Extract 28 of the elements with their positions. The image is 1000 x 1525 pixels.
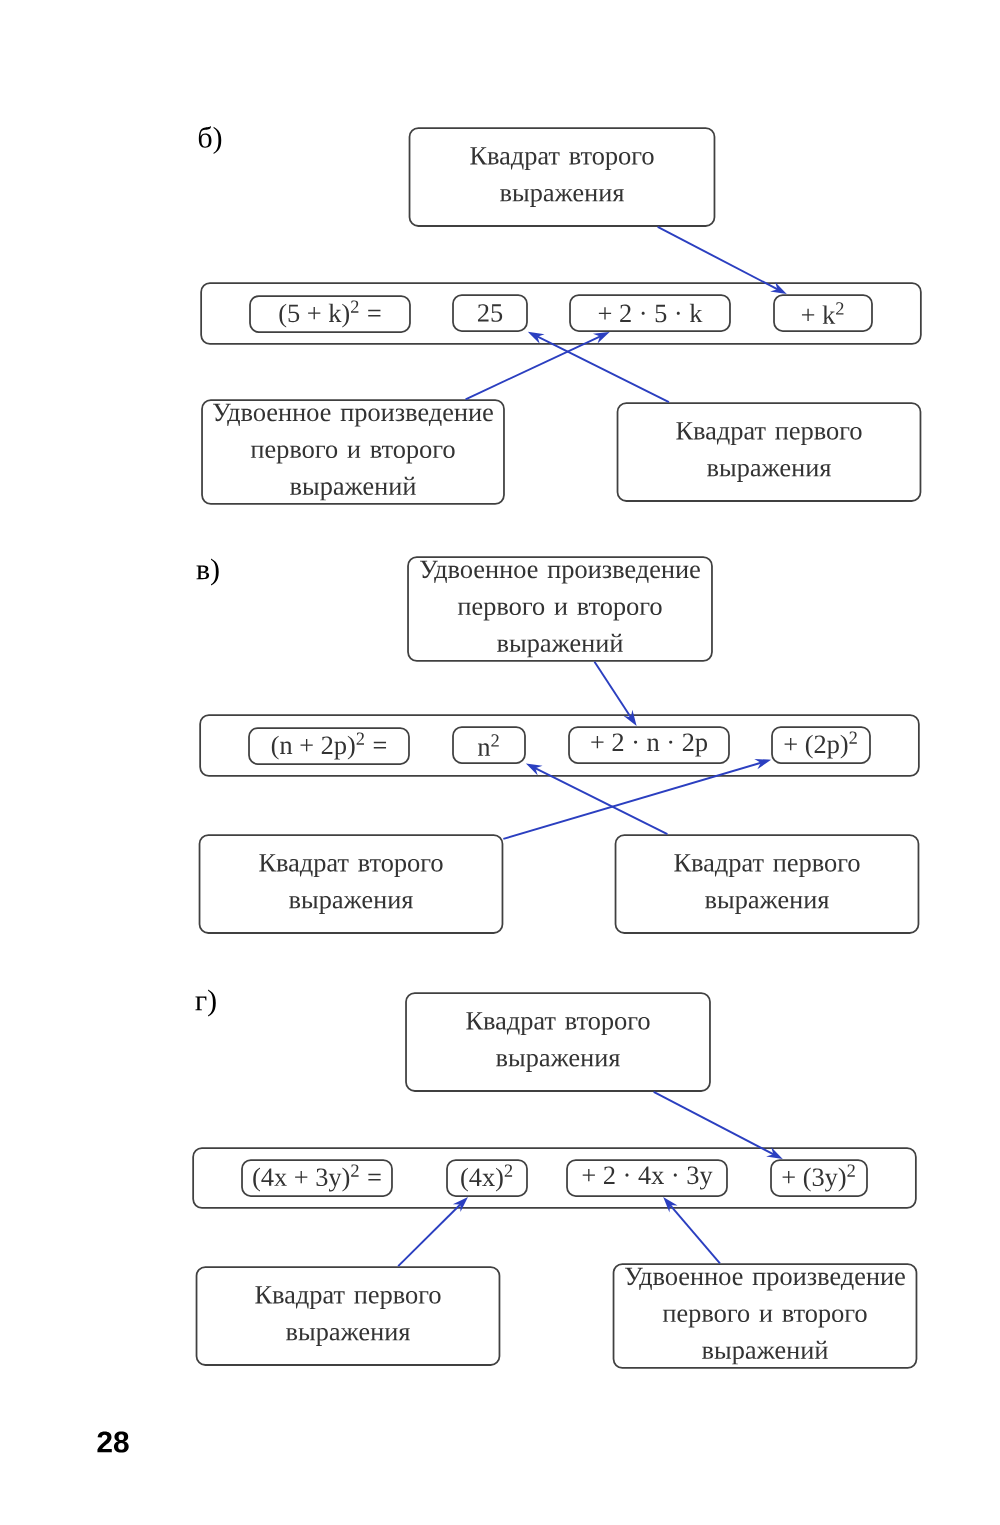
page-number: 28 (97, 1431, 129, 1453)
text-box: Квадрат первого выражения (614, 834, 920, 934)
text-box: Удвоенное произведение первого и второго выражений (612, 1263, 918, 1369)
expression-box: 25 (452, 294, 528, 332)
expression-box: + (2p)$^{2}$ (771, 726, 871, 764)
expression-box: (4x + 3y)$^{2}$ = (241, 1159, 393, 1197)
band-box (199, 714, 920, 777)
text-box: Удвоенное произведение первого и второго выражений (201, 399, 505, 505)
text-box: Квадрат второго выражения (408, 127, 716, 227)
expression-box: + (3y)$^{2}$ (770, 1159, 868, 1197)
text-box: Квадрат второго выражения (405, 992, 711, 1092)
expression-box: (5 + k)$^{2}$ = (249, 295, 411, 333)
expression-box: + k$^{2}$ (773, 294, 873, 332)
expression-box: n$^{2}$ (452, 726, 526, 764)
text-box: Квадрат первого выражения (616, 402, 922, 502)
text-box: Квадрат первого выражения (195, 1266, 501, 1366)
expression-box: + 2 · 5 · k (569, 294, 731, 332)
expression-box: (n + 2p)$^{2}$ = (248, 727, 410, 765)
text-box: Удвоенное произведение первого и второго выражений (407, 556, 713, 662)
item-letter: б) (198, 126, 222, 154)
item-letter: в) (196, 558, 219, 586)
expression-box: (4x)$^{2}$ (446, 1159, 528, 1197)
item-letter: г) (195, 989, 216, 1017)
band-box (200, 282, 922, 345)
expression-box: + 2 · 4x · 3y (566, 1159, 728, 1197)
band-box (192, 1147, 917, 1209)
text-box: Квадрат второго выражения (198, 834, 504, 934)
expression-box: + 2 · n · 2p (568, 726, 730, 764)
